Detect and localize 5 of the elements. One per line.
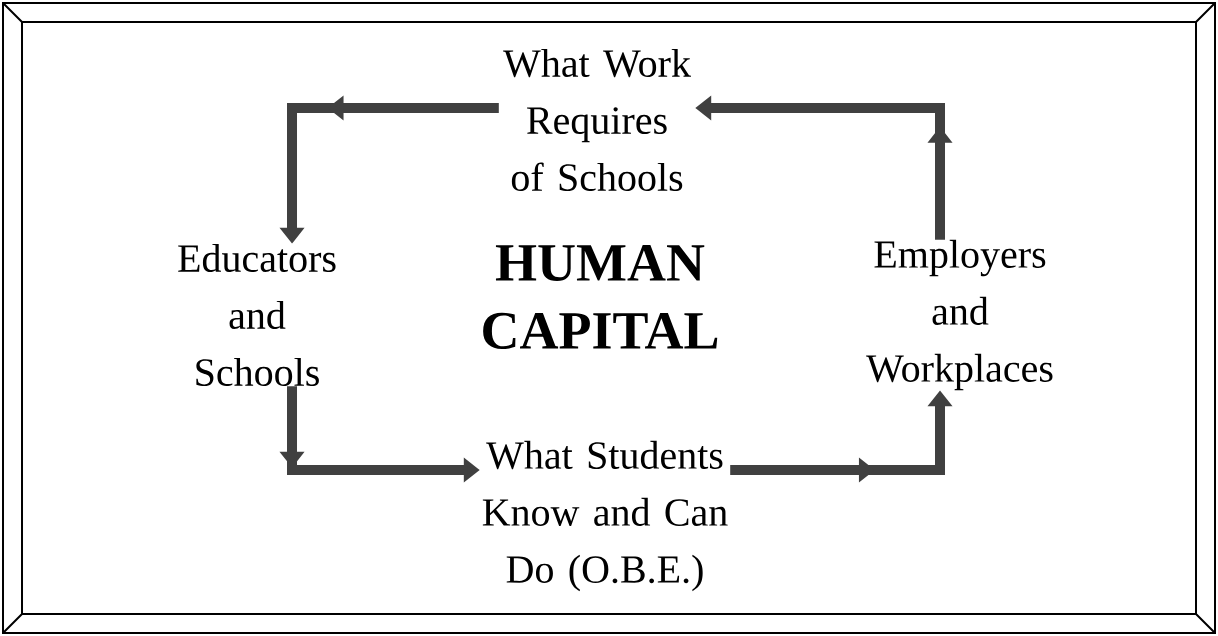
title-text: HUMAN CAPITAL [483, 244, 718, 350]
node-text: What Work Requires of Schools [503, 48, 691, 192]
node-text: Employers and Workplaces [866, 239, 1053, 391]
node-text: Educators and Schools [178, 243, 336, 387]
node-text: What Students Know and Can Do (O.B.E.) [482, 440, 728, 592]
